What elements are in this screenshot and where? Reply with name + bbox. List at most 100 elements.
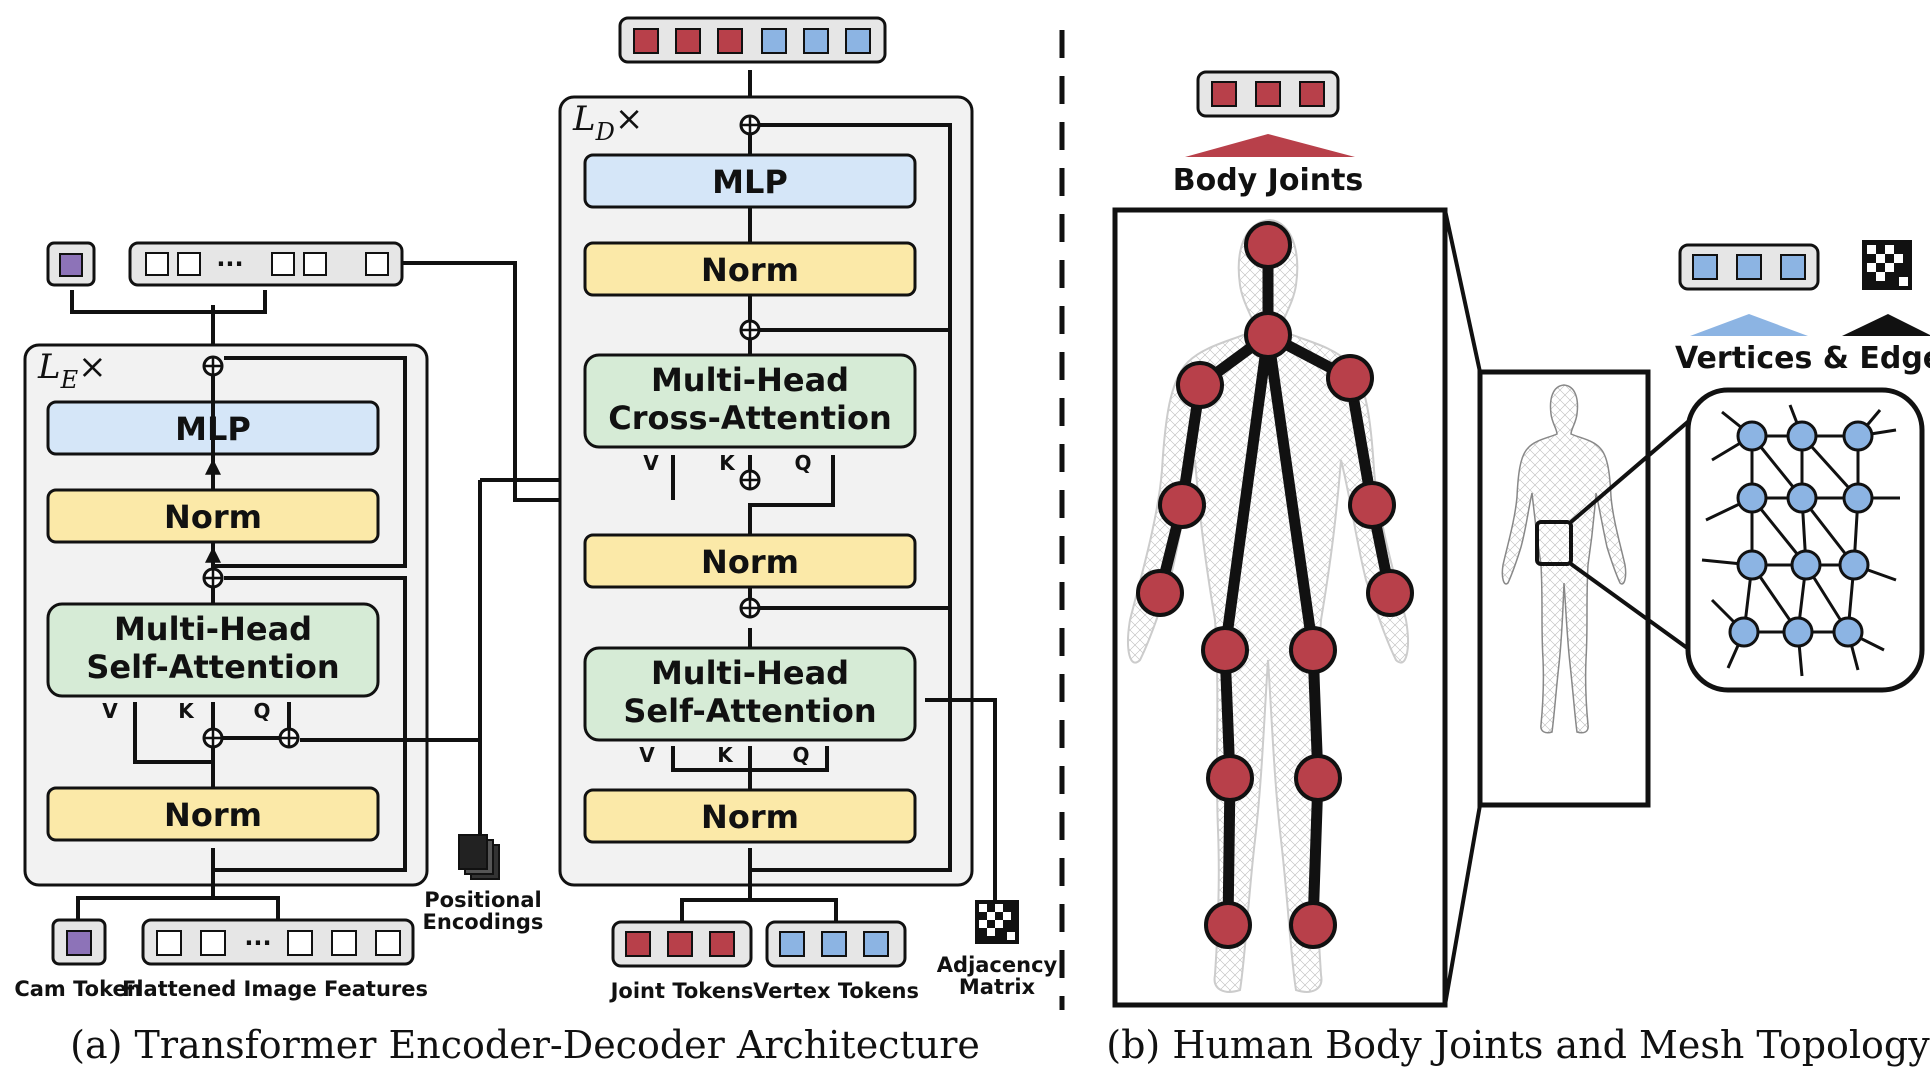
joint-left-ankle <box>1289 901 1337 949</box>
zoom-connector-lines <box>1443 209 1482 1006</box>
joint-output-token <box>675 28 701 54</box>
vertex-output-token <box>1736 254 1762 280</box>
cam-output-token <box>59 253 83 277</box>
joint-left-knee <box>1294 754 1342 802</box>
mesh-zoom-region <box>1535 520 1573 566</box>
feature-token <box>287 930 313 956</box>
mesh-vertex <box>1838 549 1870 581</box>
decoder-norm-bottom-label: Norm <box>701 798 799 836</box>
decoder-add-cross-plus <box>742 322 758 338</box>
mesh-vertex <box>1736 482 1768 514</box>
joint-right-wrist <box>1136 569 1184 617</box>
feature-token <box>303 252 327 276</box>
feature-token <box>200 930 226 956</box>
body-joint-output-token <box>1255 81 1281 107</box>
mesh-vertex <box>1782 616 1814 648</box>
joint-left-wrist <box>1366 569 1414 617</box>
encoder-add-q-plus <box>281 730 297 746</box>
feature-token <box>331 930 357 956</box>
decoder-block: LD× MLP Norm Multi-Head Cross-Attention … <box>558 70 997 900</box>
body-joints-panel: Body Joints <box>1112 70 1930 1008</box>
vertex-output-token <box>1780 254 1806 280</box>
feature-token <box>145 252 169 276</box>
body-joint-output-token <box>1299 81 1325 107</box>
decoder-output <box>618 16 887 64</box>
encoder-block: LE× MLP Norm Multi-Head Self-Attention N… <box>23 290 480 890</box>
vertices-triangle <box>1690 314 1808 336</box>
decoder-self-line2: Self-Attention <box>623 692 876 730</box>
joint-tokens-label: Joint Tokens <box>609 979 754 1003</box>
encoder-inputs: Cam Token ··· Flattened Image Features P… <box>14 478 745 1001</box>
encoder-input-lines <box>76 848 280 920</box>
body-joint-output-token <box>1211 81 1237 107</box>
encoder-q-label: Q <box>253 699 270 723</box>
decoder-self-k-label: K <box>717 743 734 767</box>
decoder-cross-v-label: V <box>643 451 659 475</box>
feature-token <box>177 252 201 276</box>
joint-output-token <box>717 28 743 54</box>
positional-label-2: Encodings <box>423 910 544 934</box>
vertex-output-token <box>1692 254 1718 280</box>
encoder-norm-top-label: Norm <box>164 498 262 536</box>
mesh-vertex <box>1786 482 1818 514</box>
encoder-add-mid-plus <box>205 570 221 586</box>
mesh-vertex <box>1832 616 1864 648</box>
encoder-outputs: ··· <box>46 241 745 502</box>
skeleton-joints <box>1136 221 1414 949</box>
joint-left-elbow <box>1348 481 1396 529</box>
joint-token <box>625 931 651 957</box>
adjacency-line <box>925 698 997 900</box>
decoder-self-v-label: V <box>639 743 655 767</box>
joint-right-knee <box>1206 754 1254 802</box>
adjacency-label-2: Matrix <box>959 975 1036 999</box>
mesh-vertex <box>1790 549 1822 581</box>
vertex-token <box>821 931 847 957</box>
positional-label-1: Positional <box>424 888 542 912</box>
edges-matrix-icon <box>1862 240 1912 290</box>
encoder-v-label: V <box>102 699 118 723</box>
decoder-self-q-label: Q <box>792 743 809 767</box>
caption-b: (b) Human Body Joints and Mesh Topology <box>1106 1023 1930 1067</box>
joint-right-ankle <box>1204 901 1252 949</box>
mesh-vertex <box>1786 420 1818 452</box>
caption-a: (a) Transformer Encoder-Decoder Architec… <box>70 1023 980 1067</box>
vertex-tokens-label: Vertex Tokens <box>753 979 919 1003</box>
cam-token-square <box>66 930 92 956</box>
mesh-vertex <box>1728 616 1760 648</box>
joint-left-shoulder <box>1326 354 1374 402</box>
feature-ellipsis: ··· <box>216 250 243 278</box>
feature-token <box>156 930 182 956</box>
vertex-output-token <box>803 28 829 54</box>
decoder-cross-line2: Cross-Attention <box>608 399 892 437</box>
flattened-features-box <box>141 918 415 966</box>
mesh-vertex <box>1736 420 1768 452</box>
encoder-norm-bottom-label: Norm <box>164 796 262 834</box>
mesh-zoom-connector <box>1569 418 1692 652</box>
vertex-output-token <box>761 28 787 54</box>
mesh-vertex <box>1842 420 1874 452</box>
input-ellipsis: ··· <box>244 929 271 957</box>
vertex-token <box>779 931 805 957</box>
vertices-edges-label: Vertices & Edges <box>1675 341 1930 376</box>
joint-output-token <box>633 28 659 54</box>
decoder-add-self-plus <box>742 600 758 616</box>
joint-right-shoulder <box>1176 361 1224 409</box>
mesh-vertex <box>1736 549 1768 581</box>
body-joints-label: Body Joints <box>1173 163 1364 198</box>
decoder-cross-k-label: K <box>719 451 736 475</box>
feature-token <box>365 252 389 276</box>
encoder-repeat-label: LE× <box>37 347 107 394</box>
vertex-output-token <box>845 28 871 54</box>
edges-triangle <box>1842 314 1930 336</box>
encoder-attention-line1: Multi-Head <box>114 610 312 648</box>
joint-right-hip <box>1201 626 1249 674</box>
joint-right-elbow <box>1158 481 1206 529</box>
image-feature-output-box <box>128 241 404 287</box>
mesh-vertex <box>1842 482 1874 514</box>
feature-token <box>271 252 295 276</box>
joint-left-hip <box>1289 626 1337 674</box>
adjacency-matrix-icon <box>975 900 1019 944</box>
decoder-inputs: Joint Tokens Vertex Tokens Adjacency Mat… <box>609 848 1058 1003</box>
cam-token-label: Cam Token <box>14 977 141 1001</box>
